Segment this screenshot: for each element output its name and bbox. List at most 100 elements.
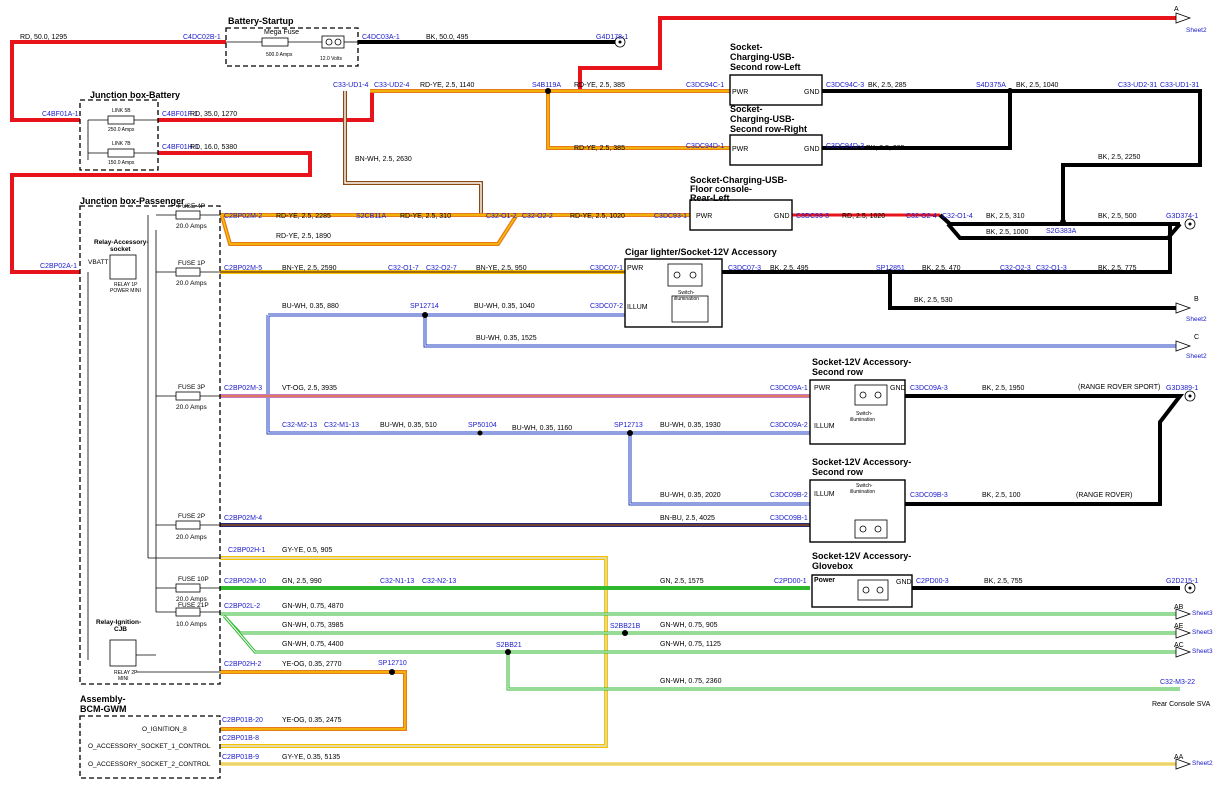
label-w-bk-2250: BK, 2.5, 2250 <box>1098 154 1141 161</box>
label-c2bp02m4: C2BP02M-4 <box>224 515 262 522</box>
label-sp12713: SP12713 <box>614 422 643 429</box>
label-c2bp02l2: C2BP02L-2 <box>224 603 260 610</box>
label-c3dc09b3: C3DC09B-3 <box>910 492 948 499</box>
wire-buwh-880[interactable] <box>266 313 630 435</box>
usb-right-title-2: Charging-USB- <box>730 114 795 124</box>
junction-passenger-title: Junction box-Passenger <box>80 196 185 206</box>
wire-bk-530[interactable] <box>888 272 1180 310</box>
label-c3dc94d1: C3DC94D-1 <box>686 143 724 150</box>
label-w-yeog-2475: YE-OG, 0.35, 2475 <box>282 717 342 724</box>
label-w-gyye-905: GY-YE, 0.5, 905 <box>282 547 332 554</box>
label-c2bp02m5: C2BP02M-5 <box>224 265 262 272</box>
label-c2bp02m10: C2BP02M-10 <box>224 578 266 585</box>
label-c32o22: C32-O2-2 <box>522 213 553 220</box>
label-w-bk-310: BK, 2.5, 310 <box>986 213 1025 220</box>
cigar-switch-2: illumination <box>674 296 699 302</box>
label-w-vtog-3935: VT-OG, 2.5, 3935 <box>282 385 337 392</box>
label-s4d375a: S4D375A <box>976 82 1006 89</box>
rear-console-note: Rear Console SVA <box>1152 701 1211 708</box>
label-w-gn-990: GN, 2.5, 990 <box>282 578 322 585</box>
offsheet-arrows[interactable] <box>1175 12 1192 770</box>
label-w-bk-530: BK, 2.5, 530 <box>914 297 953 304</box>
relay-2p-label-2: MINI <box>118 676 129 682</box>
usb-second-row-right[interactable] <box>729 134 823 166</box>
usb-floor-console[interactable] <box>689 199 793 231</box>
label-w-gnwh-1125: GN-WH, 0.75, 1125 <box>660 641 721 648</box>
label-w-buwh-1525: BU-WH, 0.35, 1525 <box>476 335 537 342</box>
cigar-pwr: PWR <box>627 265 643 272</box>
label-w-rd-1020: RD, 2.5, 1020 <box>842 213 885 220</box>
label-w-buwh-880: BU-WH, 0.35, 880 <box>282 303 339 310</box>
wire-rdye-385b[interactable] <box>546 91 730 150</box>
relay-ign-label-1: Relay-Ignition- <box>96 619 141 626</box>
range-rover-sport-note: (RANGE ROVER SPORT) <box>1078 384 1160 391</box>
label-c2bp02a1: C2BP02A-1 <box>40 263 77 270</box>
wire-rd-35-1270[interactable] <box>158 16 1180 122</box>
label-w-gnwh-4870: GN-WH, 0.75, 4870 <box>282 603 344 610</box>
label-sheet2: Sheet2 <box>1186 353 1207 360</box>
label-w-rdye-310: RD-YE, 2.5, 310 <box>400 213 451 220</box>
label-w-rdye-1140: RD-YE, 2.5, 1140 <box>420 82 474 89</box>
wire-bk-310[interactable] <box>938 213 1180 226</box>
fuse10p-label: FUSE 10P <box>178 576 209 583</box>
label-sp12714: SP12714 <box>410 303 439 310</box>
wire-bk-285b[interactable] <box>822 91 1012 150</box>
mega-fuse-rating: 500.0 Amps <box>266 52 293 58</box>
label-c2bp02m2: C2BP02M-2 <box>224 213 262 220</box>
usb-left-pwr: PWR <box>732 89 748 96</box>
relay-acc-label-1: Relay-Accessory- <box>94 239 149 246</box>
wire-rd-16-5380[interactable] <box>10 151 312 274</box>
label-c3dc09a2: C3DC09A-2 <box>770 422 808 429</box>
fuse2p-label: FUSE 2P <box>178 513 205 520</box>
wire-rdye-1890[interactable] <box>220 214 518 246</box>
label-w-bk-1000: BK, 2.5, 1000 <box>986 229 1029 236</box>
wire-bnwh-2630[interactable] <box>343 91 483 217</box>
wire-bk-495b[interactable] <box>722 224 1172 274</box>
wire-bk-285a[interactable] <box>822 89 1202 222</box>
fuse4p-rating: 20.0 Amps <box>176 223 207 230</box>
label-w-rd-1295: RD, 50.0, 1295 <box>20 34 67 41</box>
sock2b-title-2: Second row <box>812 467 864 477</box>
sock2b-switch-1: Switch- <box>856 483 873 489</box>
label-c4bf01a1: C4BF01A-1 <box>42 111 79 118</box>
label-s2g383a: S2G383A <box>1046 228 1077 235</box>
sock2a-title-1: Socket-12V Accessory- <box>812 357 911 367</box>
battery-startup-box <box>225 27 359 67</box>
relay-2p-label-1: RELAY 2P <box>114 670 138 676</box>
label-w-rdye-385a: RD-YE, 2.5, 385 <box>574 82 625 89</box>
wire-bk-1950[interactable] <box>905 394 1185 506</box>
glove-title-2: Glovebox <box>812 561 853 571</box>
wire-rd-50-1295[interactable] <box>10 40 226 122</box>
label-c: C <box>1194 334 1199 341</box>
label-c3dc94c1: C3DC94C-1 <box>686 82 724 89</box>
label-c3dc94c3: C3DC94C-3 <box>826 82 864 89</box>
usb-second-row-left[interactable] <box>729 74 823 106</box>
wire-buwh-1525[interactable] <box>423 315 1180 348</box>
sock2a-illum: ILLUM <box>814 423 835 430</box>
link7b-rating: 150.0 Amps <box>108 160 135 166</box>
usb-floor-pwr: PWR <box>696 213 712 220</box>
sock2b-title-1: Socket-12V Accessory- <box>812 457 911 467</box>
label-g4d1781: G4D178-1 <box>596 34 628 41</box>
vbatt-label: VBATT <box>88 259 108 266</box>
label-c4bf01h1: C4BF01H-1 <box>162 144 199 151</box>
label-w-bk-470: BK, 2.5, 470 <box>922 265 961 272</box>
label-w-rdye-1020: RD-YE, 2.5, 1020 <box>570 213 625 220</box>
fuse3p-label: FUSE 3P <box>178 384 205 391</box>
fuse3p-rating: 20.0 Amps <box>176 404 207 411</box>
label-sheet3: Sheet3 <box>1192 629 1213 636</box>
wire-bk-1000[interactable] <box>946 222 1182 240</box>
usb-right-title-1: Socket- <box>730 104 763 114</box>
label-c3dc072: C3DC07-2 <box>590 303 623 310</box>
usb-left-title-1: Socket- <box>730 42 763 52</box>
label-w-buwh-510: BU-WH, 0.35, 510 <box>380 422 437 429</box>
ground-symbols <box>614 36 1196 594</box>
cigar-title: Cigar lighter/Socket-12V Accessory <box>625 247 777 257</box>
label-s2bb21: S2BB21 <box>496 642 522 649</box>
label-c32o27: C32-O2-7 <box>426 265 457 272</box>
mega-fuse-label: Mega Fuse <box>264 29 299 36</box>
label-aa: AA <box>1174 754 1184 761</box>
wire-gnwh-2360[interactable] <box>506 652 1180 691</box>
label-w-buwh-1930: BU-WH, 0.35, 1930 <box>660 422 721 429</box>
label-w-buwh-1160: BU-WH, 0.35, 1160 <box>512 425 572 432</box>
